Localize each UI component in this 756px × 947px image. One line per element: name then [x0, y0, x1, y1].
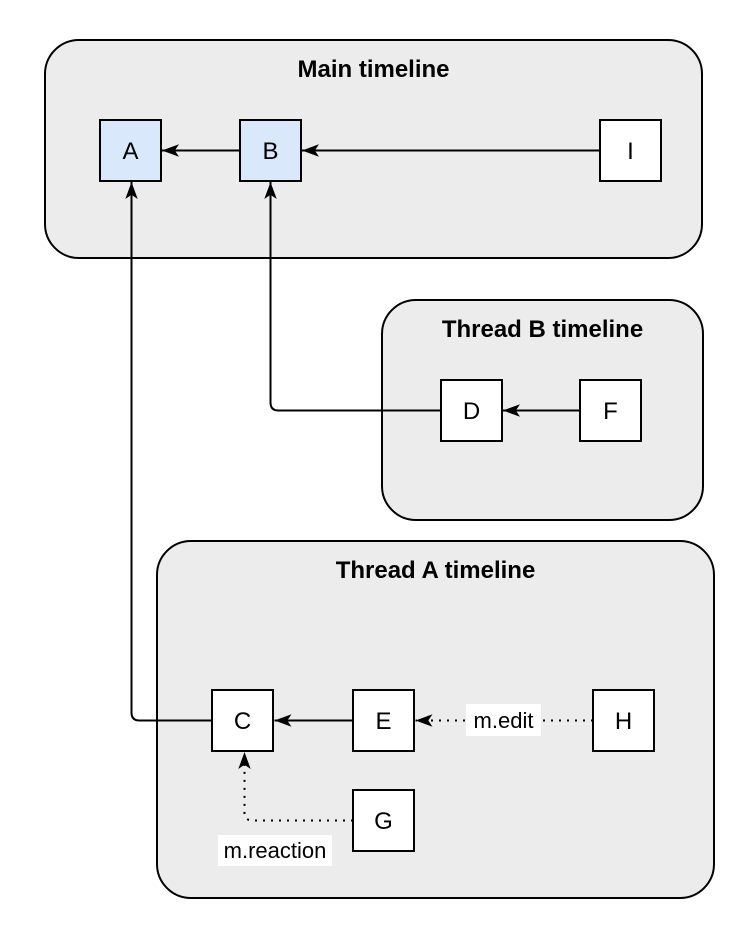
node-e-box: [352, 689, 415, 752]
node-f: F: [579, 379, 642, 442]
thread-a-timeline-title: Thread A timeline: [336, 557, 536, 584]
node-c-label: C: [234, 708, 251, 735]
node-h: H: [592, 689, 655, 752]
node-d-label: D: [463, 398, 480, 425]
node-e-label: E: [375, 708, 391, 735]
node-g-box: [352, 789, 415, 852]
edge-label-m-edit: m.edit: [466, 704, 541, 736]
node-c-box: [211, 689, 274, 752]
main-timeline-box: [44, 39, 703, 259]
node-a: A: [99, 119, 162, 182]
node-b-box: [239, 119, 302, 182]
node-i: I: [599, 119, 662, 182]
node-d: D: [440, 379, 503, 442]
node-c: C: [211, 689, 274, 752]
m-reaction-label-bg: [218, 835, 332, 866]
edge-label-m-reaction: m.reaction: [218, 835, 332, 866]
edge-c-to-a: [125, 182, 212, 722]
node-b-label: B: [262, 138, 278, 165]
node-f-box: [579, 379, 642, 442]
node-a-label: A: [122, 138, 138, 165]
node-e: E: [352, 689, 415, 752]
main-timeline-title: Main timeline: [297, 56, 449, 83]
node-i-box: [599, 119, 662, 182]
node-h-box: [592, 689, 655, 752]
node-f-label: F: [603, 398, 618, 425]
node-g: G: [352, 789, 415, 852]
node-b: B: [239, 119, 302, 182]
container-main-timeline: Main timeline: [44, 39, 703, 259]
node-g-label: G: [374, 808, 393, 835]
node-a-box: [99, 119, 162, 182]
node-h-label: H: [615, 708, 632, 735]
edge-d-to-b: [264, 182, 441, 412]
node-i-label: I: [627, 138, 634, 165]
edge-g-to-c: [238, 752, 353, 822]
m-reaction-label: m.reaction: [224, 838, 327, 863]
thread-b-timeline-title: Thread B timeline: [442, 316, 643, 343]
m-edit-label-bg: [466, 704, 541, 736]
m-edit-label: m.edit: [474, 708, 534, 733]
node-d-box: [440, 379, 503, 442]
